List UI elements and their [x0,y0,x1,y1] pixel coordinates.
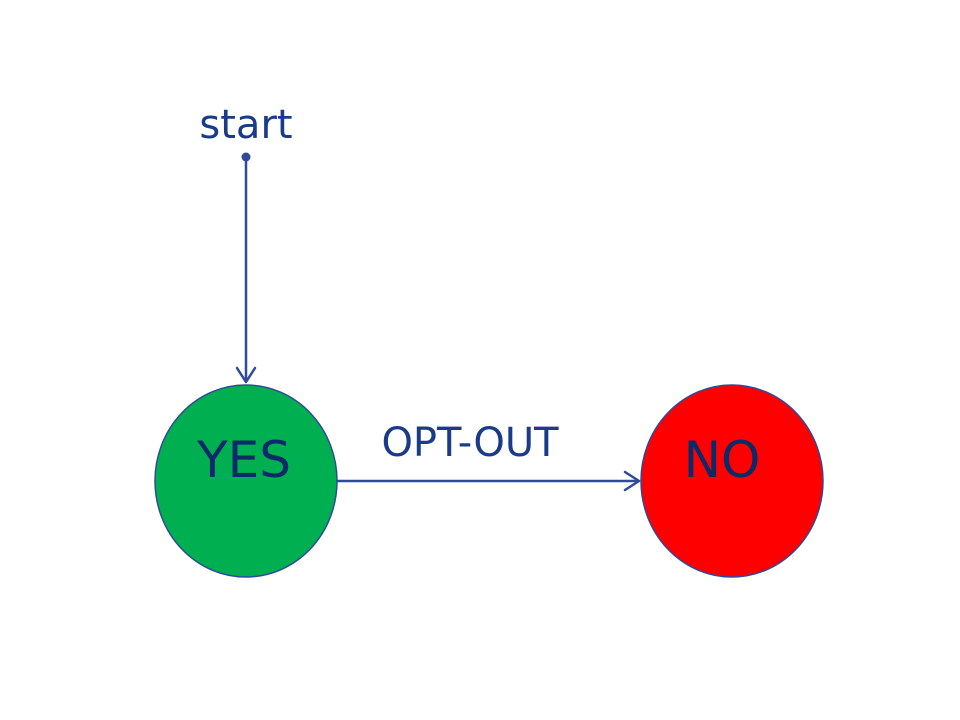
state-no-circle [640,384,824,578]
opt-out-arrow-head [623,470,641,492]
start-label: start [199,102,292,148]
start-arrow-head [235,366,257,384]
state-no-label: NO [684,431,761,489]
opt-out-label: OPT-OUT [381,420,559,466]
state-yes-label: YES [196,431,291,489]
